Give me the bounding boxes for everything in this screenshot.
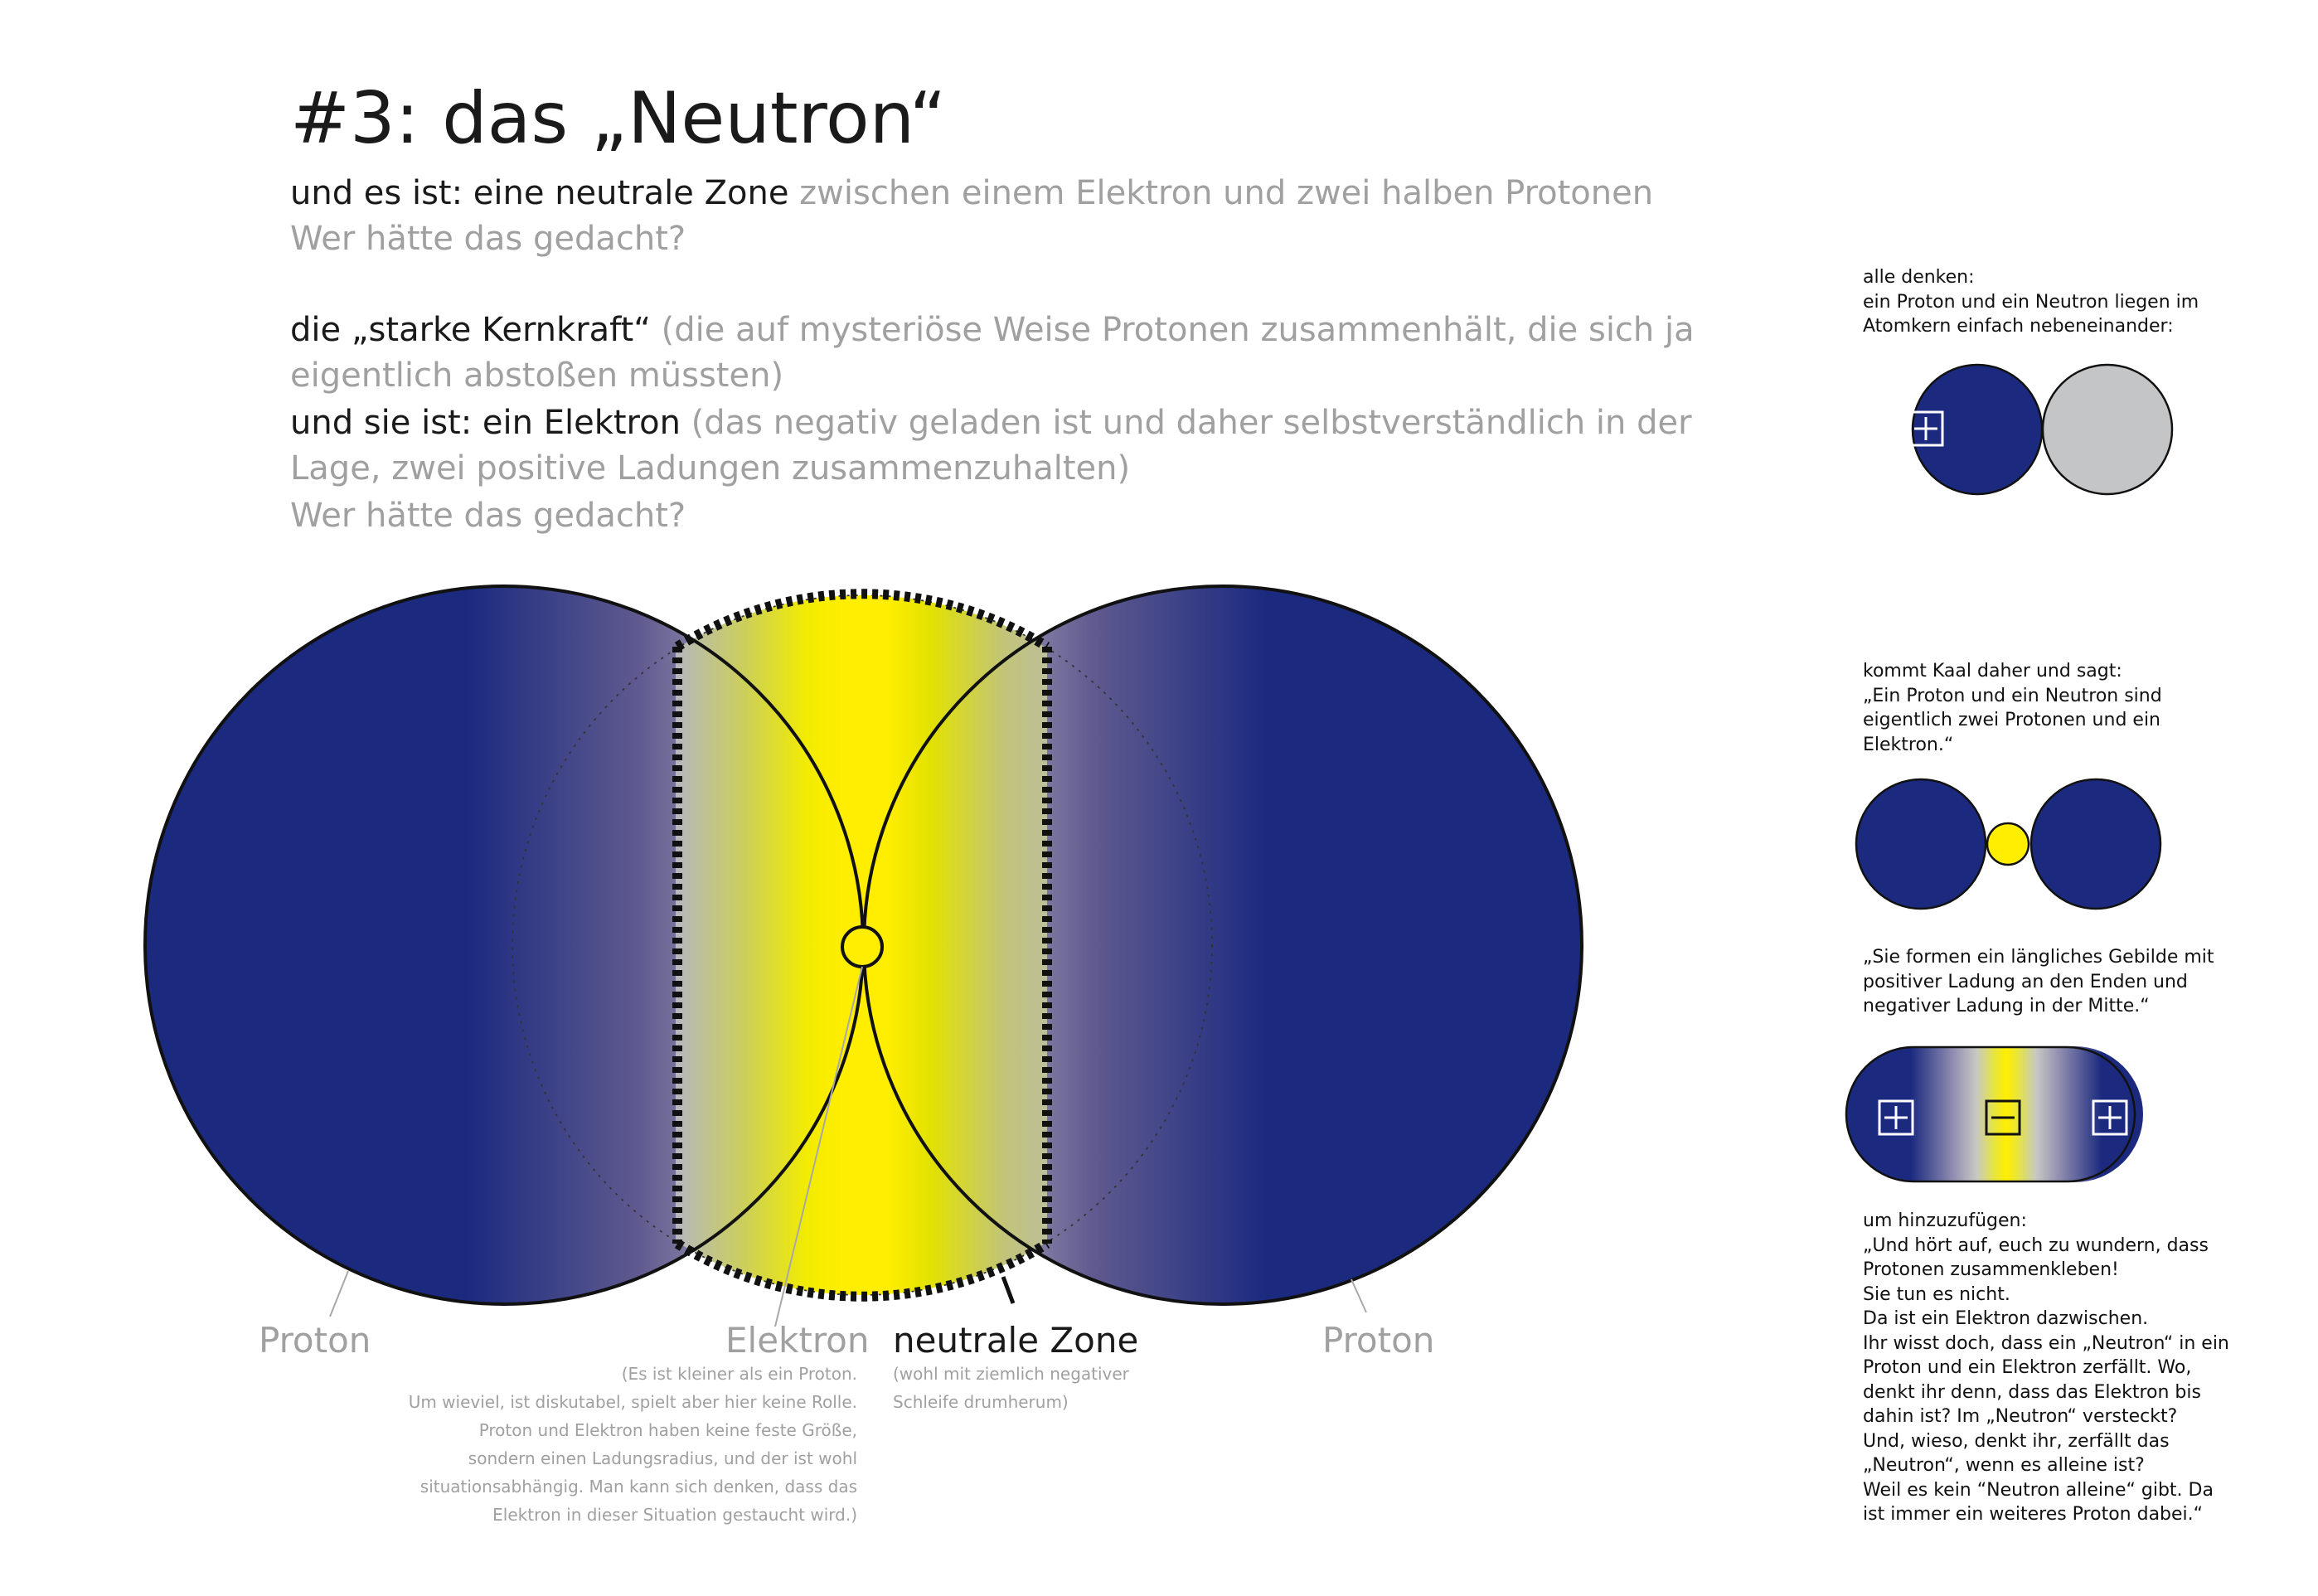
plus-sign-icon bbox=[1908, 410, 1944, 447]
label-proton-left: Proton bbox=[259, 1320, 371, 1361]
minus-sign-icon bbox=[1985, 1099, 2021, 1136]
label-neutrale-zone: neutrale Zone bbox=[893, 1320, 1139, 1361]
sidebar-text-1: alle denken: ein Proton und ein Neutron … bbox=[1863, 267, 2199, 337]
label-elektron: Elektron bbox=[725, 1320, 870, 1361]
intro-line-5: und sie ist: ein Elektron (das negativ g… bbox=[290, 406, 1692, 439]
intro-line-7: Wer hätte das gedacht? bbox=[290, 497, 686, 535]
sidebar-proton-right bbox=[2029, 778, 2162, 910]
intro-line-3: die „starke Kernkraft“ (die auf mysteriö… bbox=[290, 313, 1695, 347]
intro-line-1-gray: zwischen einem Elektron und zwei halben … bbox=[799, 174, 1654, 212]
elektron-note: (Es ist kleiner als ein Proton. Um wievi… bbox=[408, 1364, 857, 1525]
intro-line-1-dark: und es ist: eine neutrale Zone bbox=[290, 174, 789, 212]
sidebar-pill-outline bbox=[1845, 1045, 2136, 1183]
sidebar-neutron-circle bbox=[2041, 363, 2174, 496]
leader-proton-left bbox=[329, 1270, 349, 1317]
intro-line-5-dark: und sie ist: ein Elektron bbox=[290, 404, 681, 442]
sidebar-text-3: „Sie formen ein längliches Gebilde mit p… bbox=[1863, 947, 2214, 1016]
intro-line-4: eigentlich abstoßen müssten) bbox=[290, 357, 784, 395]
zone-boundary-bottom bbox=[674, 1239, 1050, 1302]
intro-line-2: Wer hätte das gedacht? bbox=[290, 220, 686, 258]
plus-sign-icon bbox=[1878, 1099, 1914, 1136]
intro-line-3-dark: die „starke Kernkraft“ bbox=[290, 311, 651, 349]
neutrale-zone-note: (wohl mit ziemlich negativer Schleife dr… bbox=[893, 1364, 1129, 1412]
leader-elektron bbox=[774, 966, 863, 1327]
elektron-circle bbox=[841, 925, 884, 968]
label-proton-right: Proton bbox=[1322, 1320, 1435, 1361]
intro-line-3-gray: (die auf mysteriöse Weise Protonen zusam… bbox=[661, 311, 1695, 349]
sidebar-proton-left bbox=[1855, 778, 1987, 910]
intro-line-6: Lage, zwei positive Ladungen zusammenzuh… bbox=[290, 449, 1131, 488]
intro-line-1: und es ist: eine neutrale Zone zwischen … bbox=[290, 177, 1653, 210]
plus-sign-icon bbox=[2092, 1099, 2128, 1136]
sidebar-elektron bbox=[1986, 822, 2030, 866]
intro-line-5-gray: (das negativ geladen ist und daher selbs… bbox=[691, 404, 1692, 442]
zone-boundary-top bbox=[674, 589, 1050, 652]
leader-proton-right bbox=[1351, 1278, 1367, 1313]
page-title: #3: das „Neutron“ bbox=[290, 77, 947, 160]
sidebar-text-4: um hinzuzufügen: „Und hört auf, euch zu … bbox=[1863, 1210, 2229, 1525]
leader-neutrale-zone bbox=[1001, 1276, 1016, 1304]
sidebar-pill-fill bbox=[1846, 1046, 2143, 1182]
sidebar-text-2: kommt Kaal daher und sagt: „Ein Proton u… bbox=[1863, 661, 2162, 755]
